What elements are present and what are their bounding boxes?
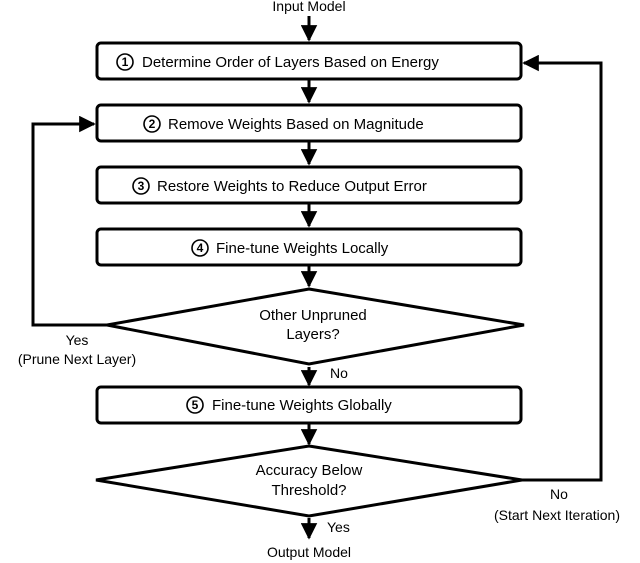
step-number-badge-3 <box>132 177 150 195</box>
step-number-4: 4 <box>197 241 204 255</box>
step-number-badge-1 <box>116 53 134 71</box>
step-label-4: Fine-tune Weights Locally <box>216 240 389 257</box>
layers-no-label: No <box>330 365 348 381</box>
decision-accuracy-below-threshold: Accuracy Below Threshold? <box>95 444 523 518</box>
step-label-1: Determine Order of Layers Based on Energ… <box>142 54 439 71</box>
decision-other-unpruned-layers: Other Unpruned Layers? <box>106 287 525 366</box>
decision1-line2: Layers? <box>286 326 339 343</box>
step-number-badge-4 <box>191 239 209 257</box>
step-number-1: 1 <box>122 55 129 69</box>
input-model-label: Input Model <box>272 0 345 14</box>
step-number-badge-5 <box>186 396 204 414</box>
step-number-5: 5 <box>192 398 199 412</box>
accuracy-no-label: No <box>550 486 568 502</box>
accuracy-no-note: (Start Next Iteration) <box>494 507 620 523</box>
step-box-1: 1 Determine Order of Layers Based on Ene… <box>95 41 523 81</box>
step-box-2: 2 Remove Weights Based on Magnitude <box>95 103 523 143</box>
layers-yes-note: (Prune Next Layer) <box>18 351 136 367</box>
step-label-5: Fine-tune Weights Globally <box>212 397 392 414</box>
step-label-3: Restore Weights to Reduce Output Error <box>157 178 427 195</box>
step-number-badge-2 <box>143 115 161 133</box>
step-number-3: 3 <box>138 179 145 193</box>
arrow-loop-next-iteration <box>522 54 603 482</box>
step-box-5: 5 Fine-tune Weights Globally <box>95 385 523 425</box>
arrow-loop-prune-next-layer <box>31 115 107 327</box>
flow-arrows <box>31 16 603 540</box>
layers-yes-label: Yes <box>66 332 89 348</box>
step-label-2: Remove Weights Based on Magnitude <box>168 116 424 133</box>
decision1-line1: Other Unpruned <box>259 307 367 324</box>
step-box-4: 4 Fine-tune Weights Locally <box>95 227 523 267</box>
decision2-line2: Threshold? <box>271 482 346 499</box>
decision2-line1: Accuracy Below <box>256 462 363 479</box>
output-model-label: Output Model <box>267 544 351 560</box>
step-number-2: 2 <box>149 117 156 131</box>
step-box-3: 3 Restore Weights to Reduce Output Error <box>95 165 523 205</box>
accuracy-yes-label: Yes <box>327 519 350 535</box>
